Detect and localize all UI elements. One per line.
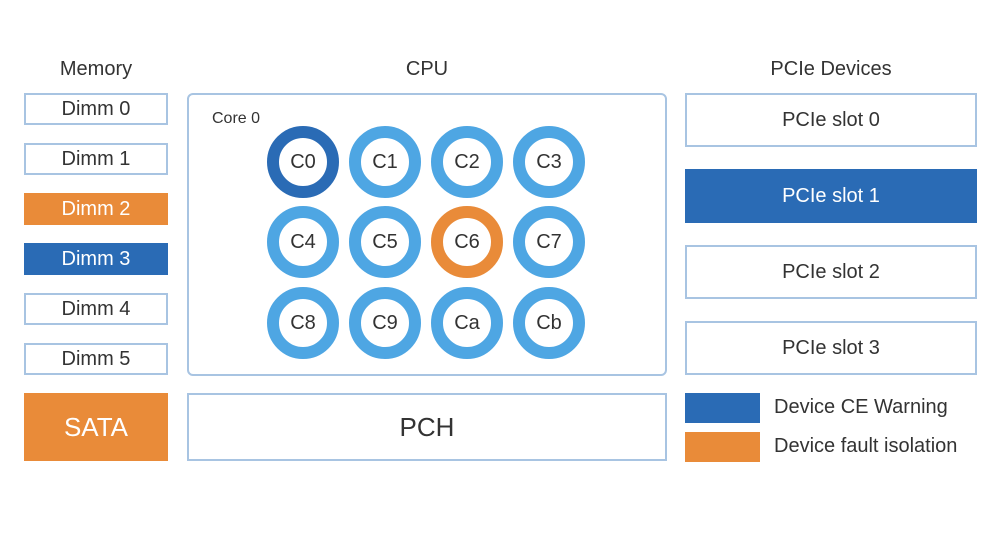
core-c4: C4 (267, 206, 339, 278)
pcie-slot-2: PCIe slot 2 (685, 245, 977, 299)
pcie-slot-1: PCIe slot 1 (685, 169, 977, 223)
dimm-2: Dimm 2 (24, 193, 168, 225)
core-c3: C3 (513, 126, 585, 198)
legend-label-warning: Device CE Warning (774, 396, 948, 418)
core-c5: C5 (349, 206, 421, 278)
core-group-label: Core 0 (212, 110, 261, 127)
dimm-5: Dimm 5 (24, 343, 168, 375)
dimm-3: Dimm 3 (24, 243, 168, 275)
dimm-4: Dimm 4 (24, 293, 168, 325)
core-c2: C2 (431, 126, 503, 198)
core-cb: Cb (513, 287, 585, 359)
legend-swatch-warning (685, 393, 760, 423)
core-c1: C1 (349, 126, 421, 198)
pcie-slot-3: PCIe slot 3 (685, 321, 977, 375)
dimm-0: Dimm 0 (24, 93, 168, 125)
memory-heading: Memory (59, 58, 133, 80)
pcie-heading: PCIe Devices (770, 58, 892, 80)
sata-box: SATA (24, 393, 168, 461)
core-c9: C9 (349, 287, 421, 359)
cpu-frame (187, 93, 667, 376)
cpu-heading: CPU (405, 58, 449, 80)
dimm-1: Dimm 1 (24, 143, 168, 175)
core-c7: C7 (513, 206, 585, 278)
legend-swatch-fault (685, 432, 760, 462)
pcie-slot-0: PCIe slot 0 (685, 93, 977, 147)
core-c8: C8 (267, 287, 339, 359)
core-ca: Ca (431, 287, 503, 359)
legend-label-fault: Device fault isolation (774, 435, 958, 457)
core-c0: C0 (267, 126, 339, 198)
core-c6: C6 (431, 206, 503, 278)
pch-box: PCH (187, 393, 667, 461)
